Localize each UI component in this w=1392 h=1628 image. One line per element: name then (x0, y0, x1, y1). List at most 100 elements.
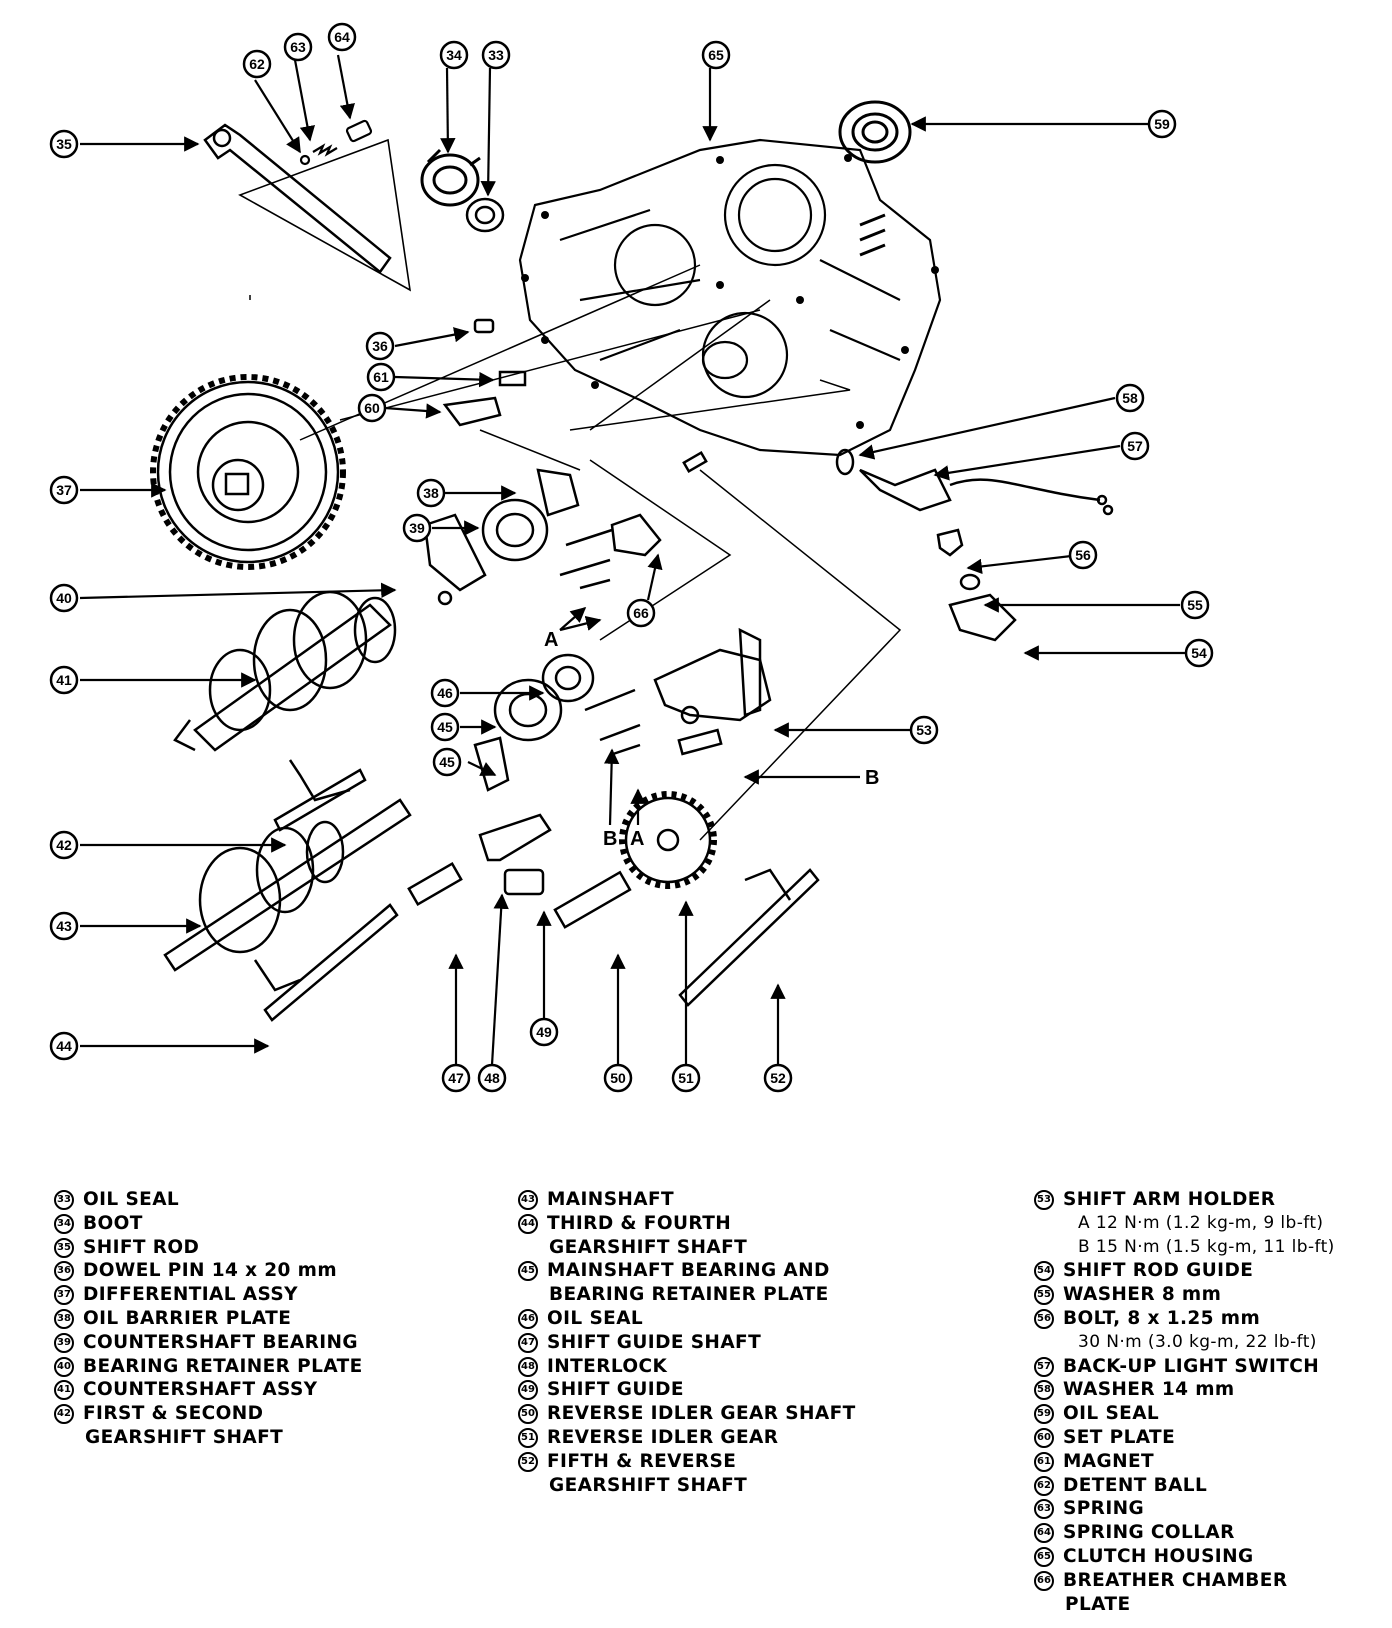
legend-number: 64 (1034, 1523, 1054, 1544)
legend-label: REVERSE IDLER GEAR SHAFT (547, 1403, 856, 1425)
legend-label-continued: BEARING RETAINER PLATE (549, 1284, 829, 1306)
callout-55: 55 (1180, 590, 1210, 620)
callout-41: 41 (49, 665, 79, 695)
legend-item-55: 55 WASHER 8 mm (1034, 1283, 1335, 1307)
callout-number: 53 (916, 722, 932, 738)
callout-number: 57 (1127, 438, 1143, 454)
legend-torque-spec: B 15 N·m (1.5 kg-m, 11 lb-ft) (1078, 1236, 1335, 1257)
legend-number: 42 (54, 1404, 74, 1425)
back-up-light-switch (835, 448, 1114, 516)
legend-label: WASHER 8 mm (1063, 1284, 1222, 1306)
callout-number: 58 (1122, 390, 1138, 406)
callout-number: 34 (446, 47, 462, 63)
callout-number: 41 (56, 672, 72, 688)
third-fourth-gearshift-shaft (253, 903, 399, 1022)
legend-label: OIL SEAL (83, 1189, 180, 1210)
legend-number: 38 (54, 1308, 74, 1329)
shift-rod-35 (203, 123, 392, 274)
legend-label: SHIFT ROD (83, 1236, 200, 1258)
legend-label: CLUTCH HOUSING (1063, 1545, 1254, 1567)
callout-number: 66 (633, 605, 649, 621)
callout-number: 39 (409, 520, 425, 536)
callout-61: 61 (366, 362, 396, 392)
legend-label: OIL SEAL (547, 1307, 644, 1329)
legend-label: SHIFT ARM HOLDER (1063, 1189, 1276, 1210)
legend-number: 33 (54, 1190, 74, 1210)
legend-number: 54 (1034, 1261, 1054, 1282)
mainshaft (163, 798, 412, 972)
legend-label: OIL SEAL (1063, 1403, 1160, 1425)
legend-label: SPRING COLLAR (1063, 1522, 1235, 1544)
callout-number: 50 (610, 1070, 626, 1086)
legend-label: DETENT BALL (1063, 1474, 1208, 1496)
legend-label: SET PLATE (1063, 1426, 1176, 1448)
countershaft-assy (173, 590, 397, 752)
callout-number: 51 (678, 1070, 694, 1086)
callout-40: 40 (49, 583, 79, 613)
legend-label: DOWEL PIN 14 x 20 mm (83, 1260, 338, 1282)
label-a-lower: A (630, 828, 644, 850)
callout-49: 49 (529, 1017, 559, 1047)
detent-parts (238, 119, 412, 292)
callout-number: 62 (249, 56, 265, 72)
legend-torque-spec: 30 N·m (3.0 kg-m, 22 lb-ft) (1078, 1331, 1317, 1352)
callout-number: 46 (437, 685, 453, 701)
boot-34 (420, 148, 481, 207)
legend-label: THIRD & FOURTH (547, 1212, 732, 1234)
legend-number: 50 (518, 1404, 538, 1425)
legend-item-51: 51 REVERSE IDLER GEAR (518, 1426, 856, 1450)
differential-assy (150, 374, 346, 570)
legend-item-33: 33 OIL SEAL (54, 1188, 363, 1212)
mainshaft-bearing-parts (473, 653, 595, 792)
legend-item-50: 50 REVERSE IDLER GEAR SHAFT (518, 1402, 856, 1426)
legend-label: WASHER 14 mm (1063, 1379, 1235, 1401)
callout-number: 49 (536, 1024, 552, 1040)
callout-56: 56 (1068, 540, 1098, 570)
legend-number: 51 (518, 1427, 538, 1448)
legend-label-continued: GEARSHIFT SHAFT (85, 1426, 284, 1448)
legend-label: COUNTERSHAFT ASSY (83, 1379, 318, 1401)
reverse-idler-gear (619, 791, 717, 889)
legend-number: 47 (518, 1332, 538, 1353)
dowel-magnet-setplate (442, 318, 708, 474)
legend-number: 36 (54, 1261, 74, 1282)
legend-number: 56 (1034, 1308, 1054, 1329)
label-a-upper: A (544, 629, 558, 651)
legend-item-66: 66 BREATHER CHAMBER (1034, 1569, 1335, 1593)
callout-46: 46 (430, 678, 460, 708)
legend-label: COUNTERSHAFT BEARING (83, 1331, 358, 1353)
legend-number: 66 (1034, 1570, 1054, 1591)
legend-label-continued: GEARSHIFT SHAFT (549, 1236, 748, 1258)
legend-number: 37 (54, 1285, 74, 1306)
legend-number: 34 (54, 1213, 74, 1234)
callout-number: 61 (373, 369, 389, 385)
callout-43: 43 (49, 911, 79, 941)
callout-33: 33 (481, 40, 511, 70)
callout-number: 40 (56, 590, 72, 606)
legend-label: FIFTH & REVERSE (547, 1450, 737, 1472)
legend-number: 52 (518, 1451, 538, 1472)
callout-64: 64 (327, 22, 357, 52)
legend-number: 49 (518, 1380, 538, 1401)
legend-number: 35 (54, 1237, 74, 1258)
callout-number: 43 (56, 918, 72, 934)
legend-label: BREATHER CHAMBER (1063, 1569, 1288, 1591)
breather-chamber-plate (559, 513, 662, 590)
callout-number: 45 (439, 754, 455, 770)
legend-number: 65 (1034, 1546, 1054, 1567)
legend-number: 55 (1034, 1285, 1054, 1306)
arrows (79, 54, 1185, 1066)
legend-item-65: 65 CLUTCH HOUSING (1034, 1545, 1335, 1569)
small-shift-parts (407, 813, 632, 929)
legend-label: REVERSE IDLER GEAR (547, 1426, 779, 1448)
